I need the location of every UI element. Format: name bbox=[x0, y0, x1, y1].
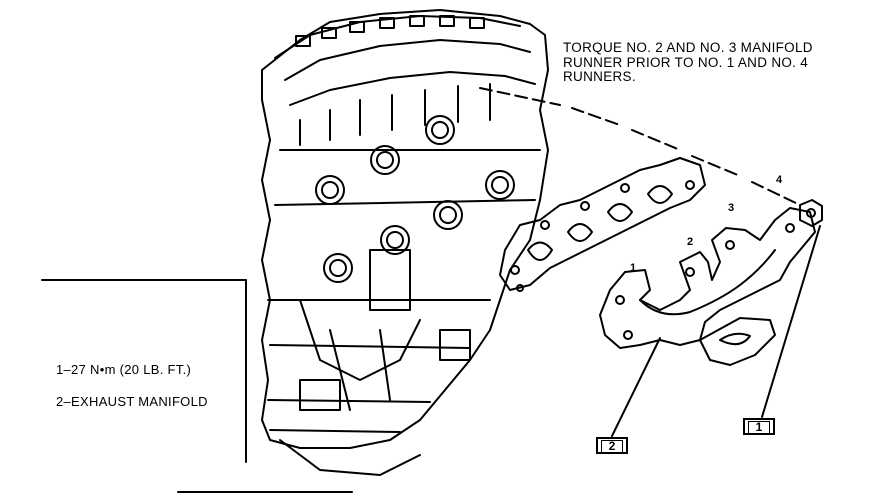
exhaust-ports bbox=[315, 115, 515, 283]
manifold-nut bbox=[799, 199, 823, 227]
runner-label-1: 1 bbox=[630, 262, 637, 274]
leader-line-1 bbox=[761, 225, 821, 418]
cover-bolts bbox=[295, 15, 491, 146]
legend-item-torque: 1–27 N•m (20 LB. FT.) bbox=[56, 362, 192, 377]
legend-item-manifold: 2–EXHAUST MANIFOLD bbox=[56, 394, 208, 409]
runner-label-4: 4 bbox=[776, 174, 783, 186]
lower-block-details bbox=[279, 249, 471, 476]
callout-number: 2 bbox=[601, 440, 623, 453]
manifold-gasket bbox=[499, 157, 706, 292]
exhaust-manifold bbox=[599, 207, 816, 366]
alignment-line bbox=[479, 87, 801, 206]
torque-sequence-note: TORQUE NO. 2 AND NO. 3 MANIFOLD RUNNER P… bbox=[563, 40, 813, 85]
note-line: RUNNERS. bbox=[563, 69, 636, 84]
callout-number: 1 bbox=[748, 421, 770, 434]
callout-box-1: 1 bbox=[743, 418, 775, 435]
note-line: TORQUE NO. 2 AND NO. 3 MANIFOLD bbox=[563, 40, 813, 55]
runner-label-3: 3 bbox=[728, 202, 735, 214]
note-line: RUNNER PRIOR TO NO. 1 AND NO. 4 bbox=[563, 54, 809, 70]
callout-box-2: 2 bbox=[596, 437, 628, 454]
leader-line-2 bbox=[611, 337, 661, 437]
runner-label-2: 2 bbox=[687, 236, 694, 248]
